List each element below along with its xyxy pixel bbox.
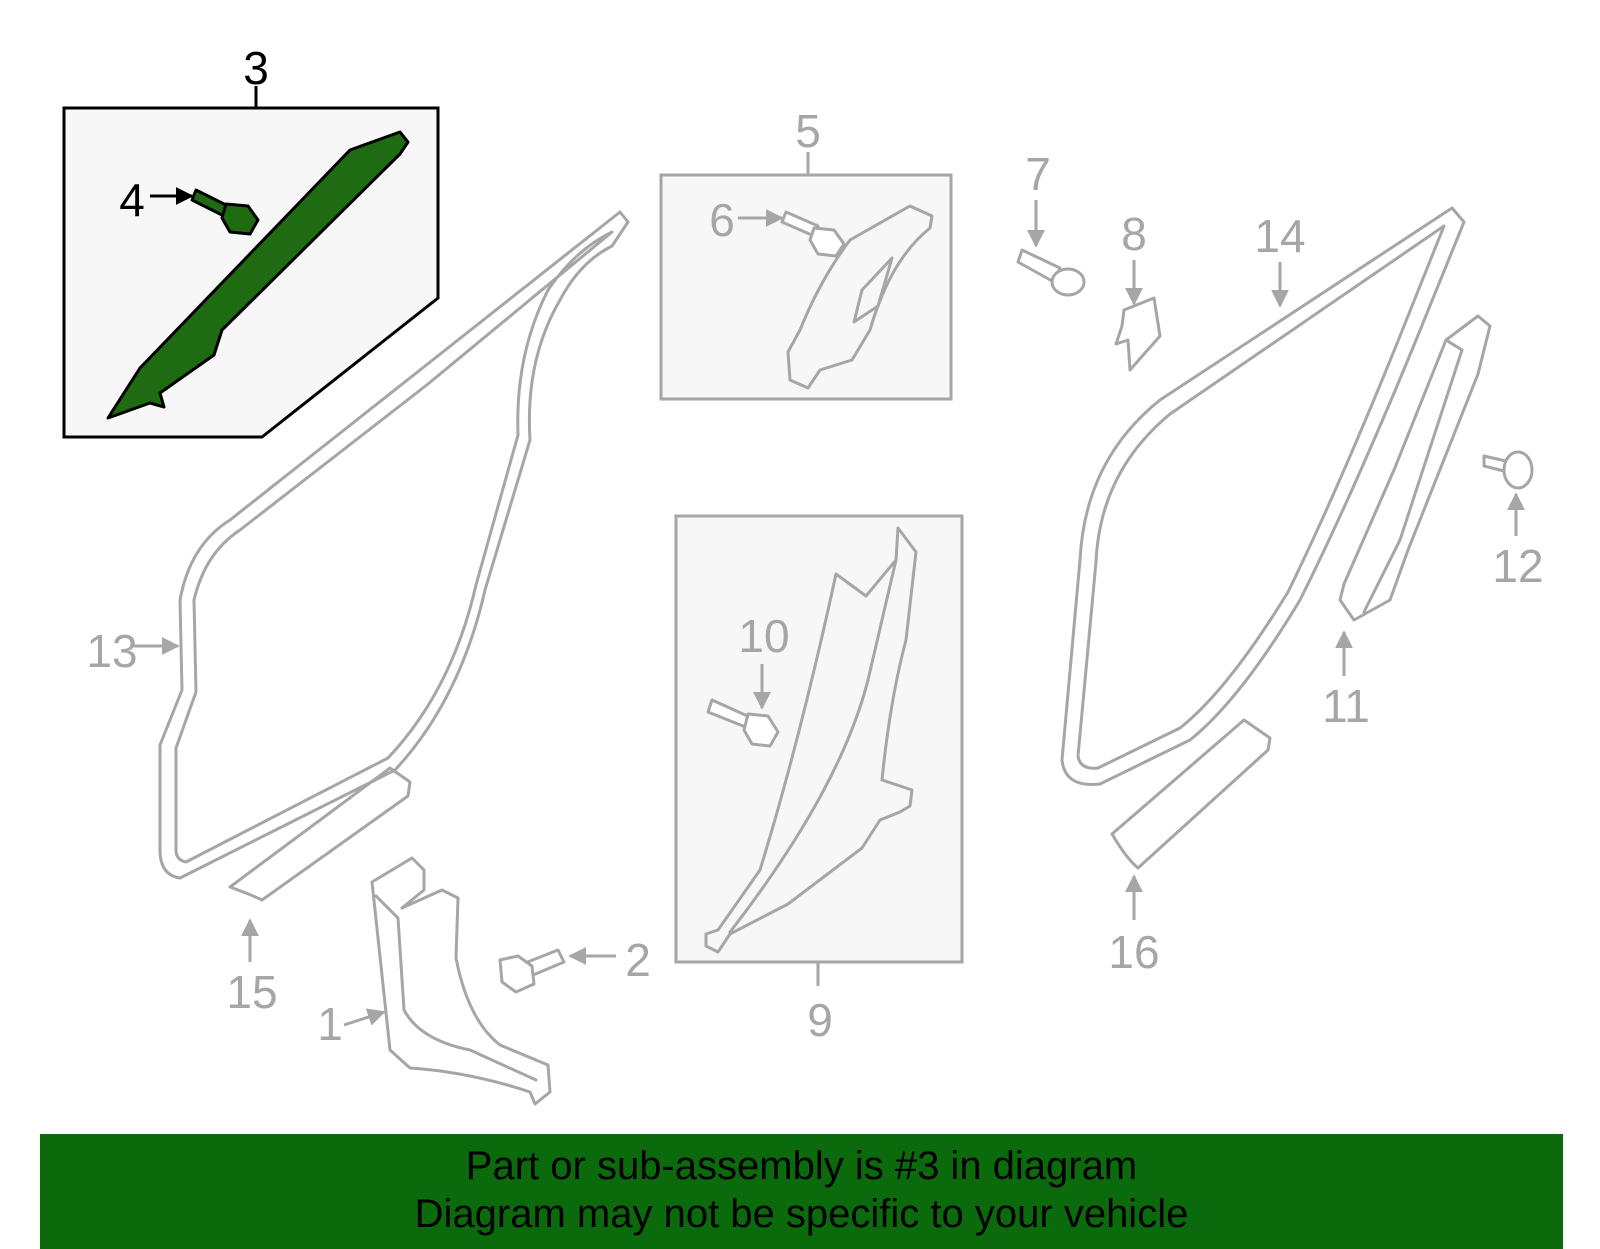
callout-11: 11 — [1322, 680, 1370, 732]
callout-5: 5 — [795, 105, 821, 157]
weatherstrip-part-14[interactable] — [1060, 206, 1466, 786]
info-banner: Part or sub-assembly is #3 in diagram Di… — [40, 1134, 1563, 1249]
callout-14: 14 — [1254, 210, 1305, 262]
callout-4: 4 — [119, 174, 145, 226]
callout-9: 9 — [807, 994, 833, 1046]
bolt-part-4[interactable] — [190, 188, 260, 236]
pillar-trim-part-11[interactable] — [1338, 314, 1492, 622]
push-pin-part-12[interactable] — [1482, 450, 1534, 490]
callout-15: 15 — [226, 966, 277, 1018]
callout-2: 2 — [625, 934, 651, 986]
bolt-part-2[interactable] — [498, 948, 566, 994]
banner-line-1: Part or sub-assembly is #3 in diagram — [465, 1144, 1138, 1188]
callout-3: 3 — [243, 42, 269, 94]
pillar-trim-part-3[interactable] — [106, 130, 410, 420]
screw-part-7[interactable] — [1016, 248, 1086, 297]
assembly-box-3[interactable]: 3 4 — [62, 42, 440, 439]
pillar-trim-part-5[interactable] — [786, 204, 934, 390]
banner-line-2: Diagram may not be specific to your vehi… — [414, 1192, 1189, 1236]
clip-part-8[interactable] — [1114, 296, 1162, 372]
assembly-box-9[interactable]: 9 10 — [674, 514, 964, 1046]
callout-7: 7 — [1025, 148, 1051, 200]
callout-8: 8 — [1121, 208, 1147, 260]
callout-10: 10 — [738, 610, 789, 662]
callout-16: 16 — [1108, 926, 1159, 978]
callout-1: 1 — [317, 998, 343, 1050]
callout-6: 6 — [709, 194, 735, 246]
scuff-plate-part-16[interactable] — [1110, 718, 1272, 870]
kick-panel-part-1[interactable] — [370, 856, 552, 1106]
pillar-trim-part-9[interactable] — [704, 526, 918, 954]
weatherstrip-part-13[interactable] — [158, 210, 630, 880]
callout-12: 12 — [1492, 540, 1543, 592]
assembly-box-5[interactable]: 5 6 — [659, 105, 953, 401]
callout-13: 13 — [86, 625, 137, 677]
scuff-plate-part-15[interactable] — [228, 766, 412, 902]
bolt-part-10[interactable] — [706, 698, 780, 748]
